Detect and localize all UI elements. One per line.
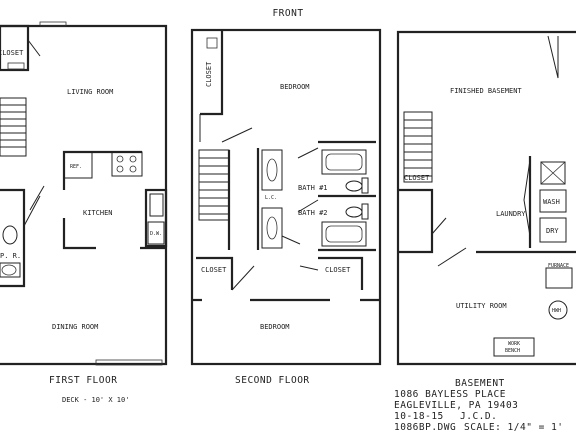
basement-title: BASEMENT [455,378,505,389]
drawing-scale: SCALE: 1/4" = 1' [464,422,564,432]
bath1-toilet [345,180,363,192]
wash-label: WASH [543,198,560,206]
utility-box [540,161,566,185]
hwh-label: HWH [552,308,561,314]
dryer [539,217,567,243]
title-block: 1086 BAYLESS PLACE EAGLEVILLE, PA 19403 … [394,389,564,432]
bedroom-top-label: BEDROOM [280,83,310,91]
sf-closet-top-label: CLOSET [205,61,213,87]
front-label: FRONT [272,8,303,19]
ff-closet-label: CLOSET [0,49,24,57]
kitchen-label: KITCHEN [83,209,113,217]
drafter-initials: J.C.D. [460,411,497,422]
dry-label: DRY [546,227,559,235]
water-heater [548,300,568,320]
address-line-2: EAGLEVILLE, PA 19403 [394,400,518,411]
bath2-tub [321,221,367,247]
ff-closet [0,24,30,72]
work-bench-label-2: BENCH [505,348,520,354]
bath2-label: BATH #2 [298,209,328,217]
basement-stair [403,111,433,183]
basement-closet-label: CLOSET [404,174,430,182]
furnace-label: FURNACE [548,263,569,269]
refrigerator [63,151,93,179]
basement-plan: FINISHED BASEMENT CLOSET LAUNDRY WASH DR… [396,30,576,389]
second-floor-title: SECOND FLOOR [235,375,310,386]
bath1-label: BATH #1 [298,184,328,192]
dining-room-label: DINING ROOM [52,323,98,331]
address-line-1: 1086 BAYLESS PLACE [394,389,506,400]
bedroom-bottom-label: BEDROOM [260,323,290,331]
laundry-label: LAUNDRY [496,210,526,218]
sink [149,193,164,217]
pr-label: P. R. [0,252,21,260]
finished-basement-label: FINISHED BASEMENT [450,87,522,95]
ref-label: REF. [70,164,82,170]
sf-closet-left-label: CLOSET [201,266,227,274]
bath1-tub [321,149,367,175]
pr-toilet [2,225,18,245]
ff-stair [0,97,27,157]
dw-label: D.W. [150,231,162,237]
lc-label: L.C. [265,195,277,201]
washer [539,189,567,213]
work-bench-label-1: WORK [508,341,520,347]
first-floor-plan: CLOSET LIVING ROOM REF. KITCHEN D.W. P. … [0,21,168,404]
sf-stair [198,149,230,221]
bath2-toilet [345,206,363,218]
drawing-date: 10-18-15 [394,411,444,422]
furnace [545,267,573,289]
sf-closet-right-label: CLOSET [325,266,351,274]
dishwasher [147,221,165,245]
second-floor-plan: CLOSET BEDROOM BATH #1 L.C. BATH #2 CLOS… [190,28,382,386]
first-floor-title: FIRST FLOOR [49,375,117,386]
utility-room-label: UTILITY ROOM [456,302,507,310]
drawing-file: 1086BP.DWG [394,422,456,432]
living-room-label: LIVING ROOM [67,88,113,96]
range [111,151,143,177]
deck-note: DECK - 10' X 10' [62,396,129,404]
work-bench [493,337,535,357]
